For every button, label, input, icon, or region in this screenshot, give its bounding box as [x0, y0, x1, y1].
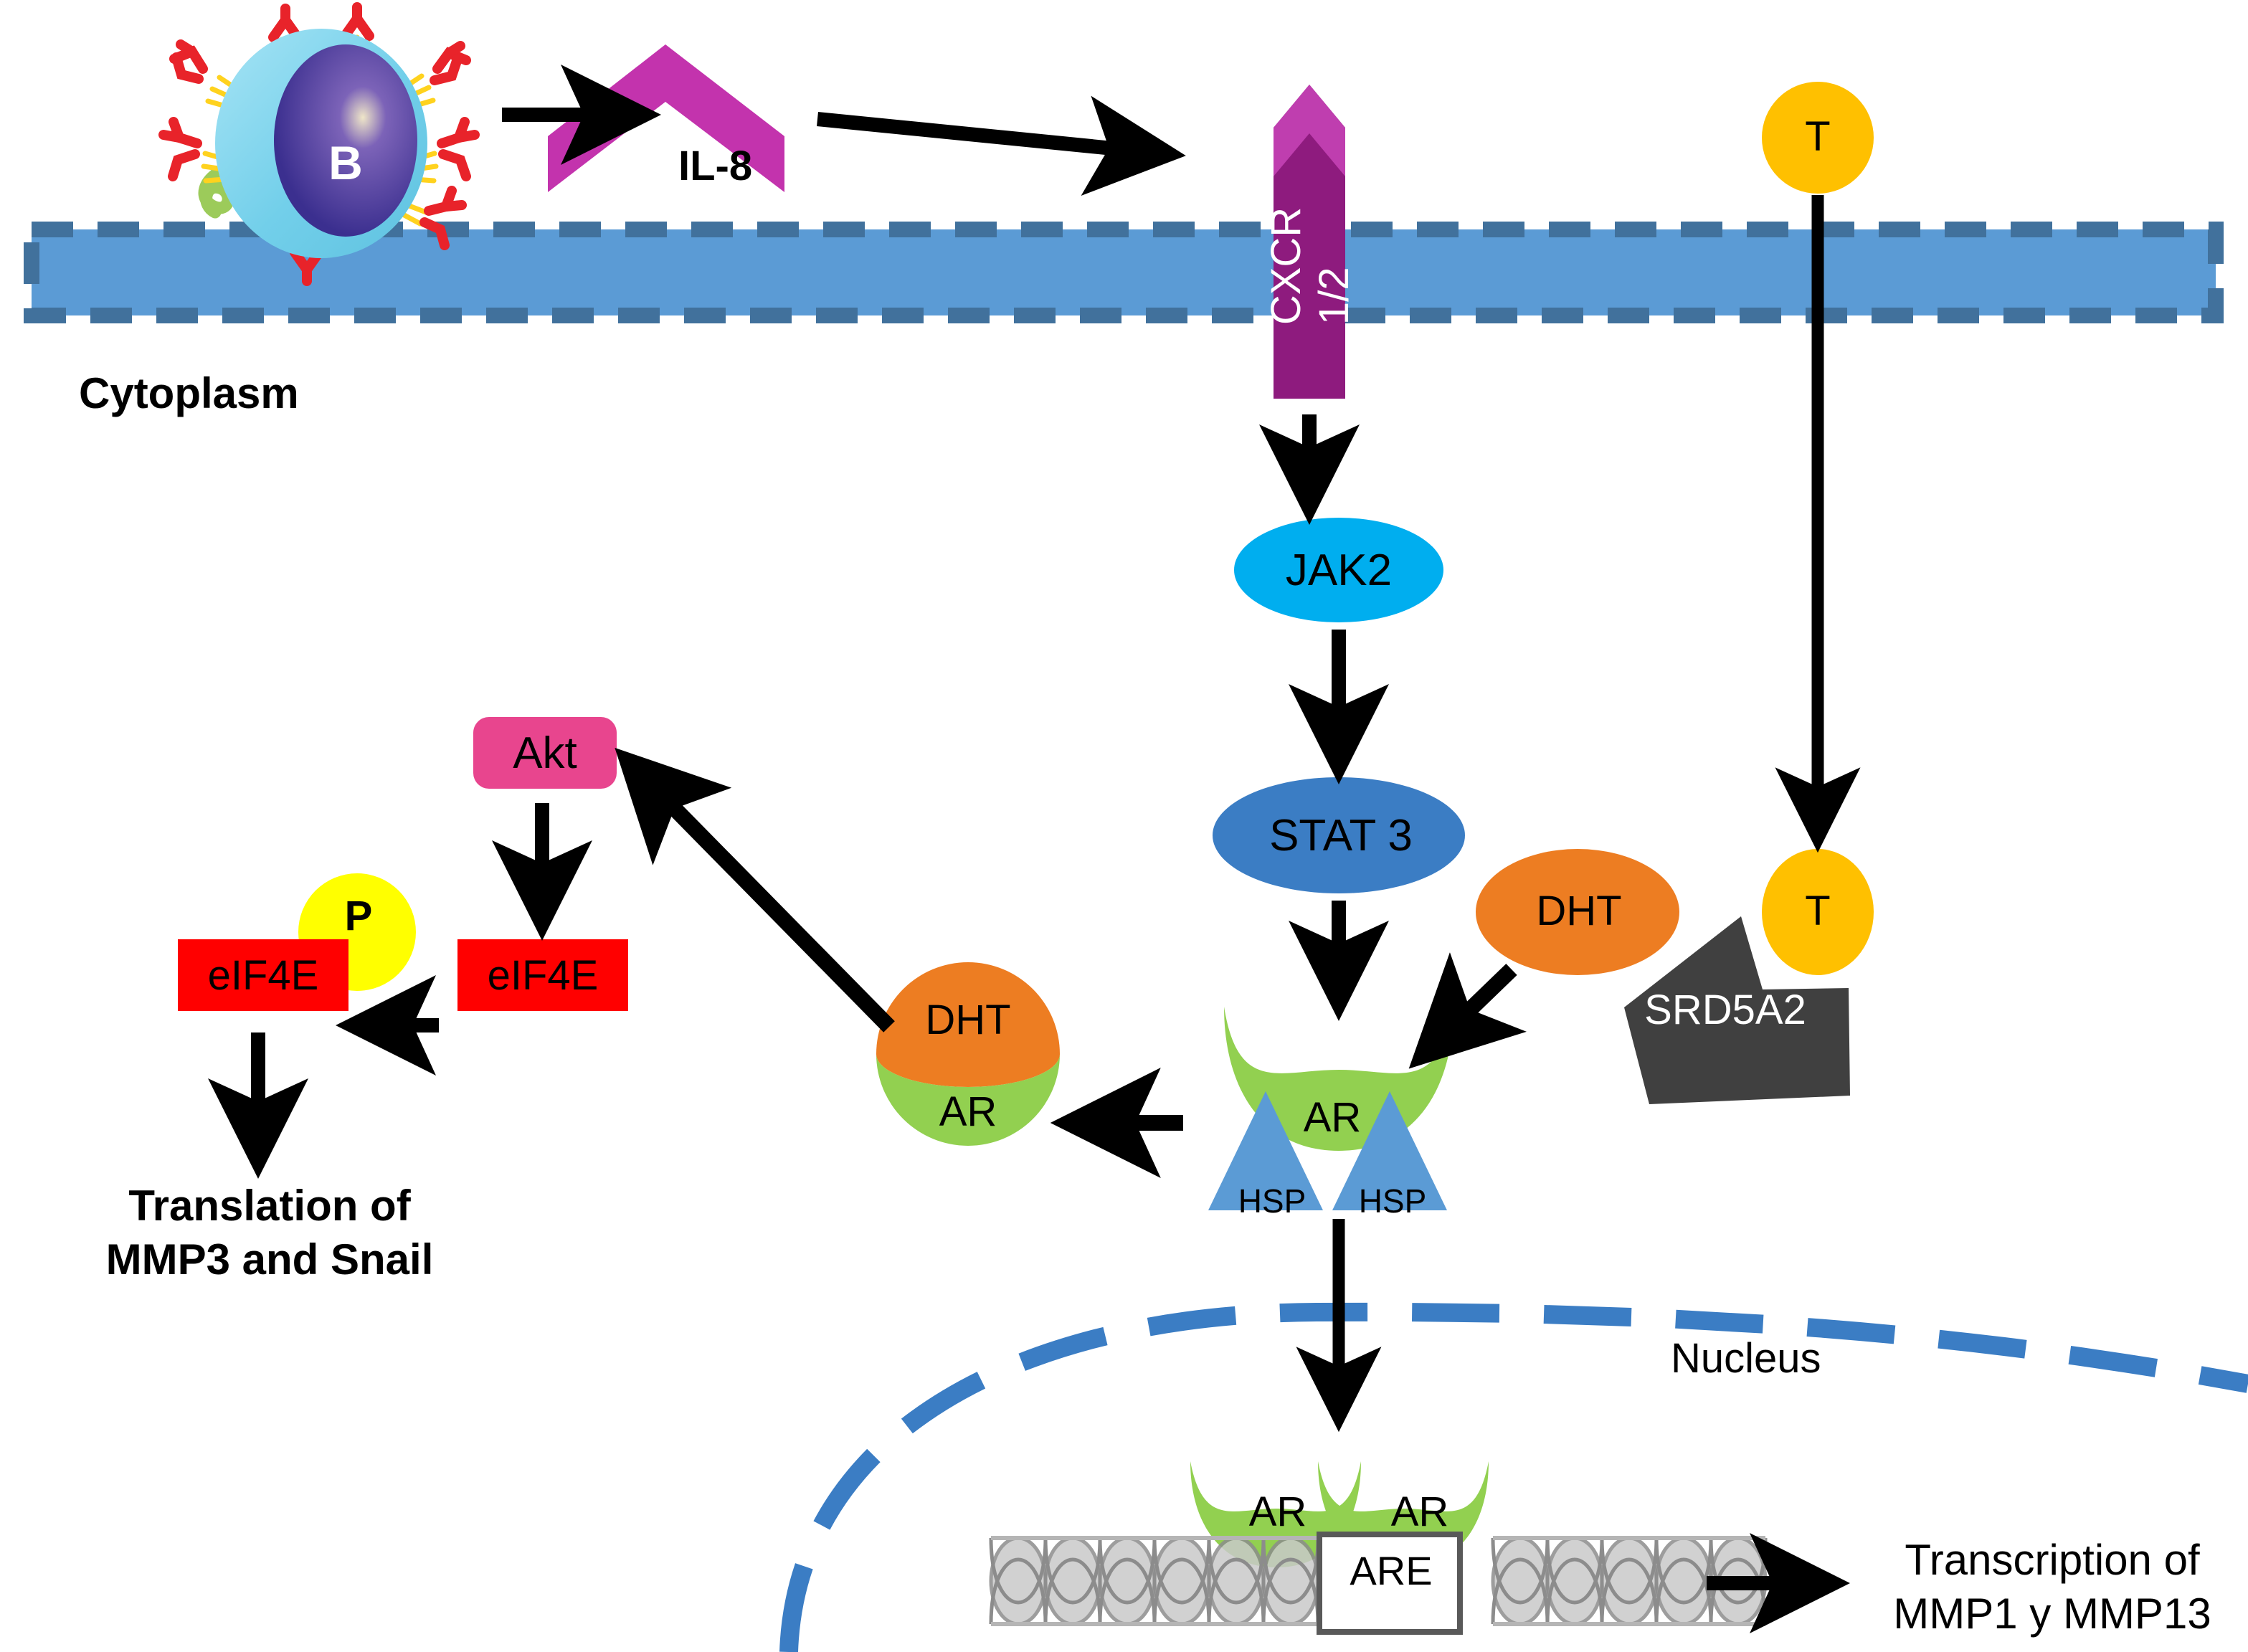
phospho-label: P — [344, 892, 373, 939]
arrow-il8-to-cxcr — [817, 95, 1186, 196]
pathway-arrows — [208, 65, 1861, 1633]
arrow-dhtar-to-akt — [615, 747, 895, 1032]
ar-nucleus-right-label: AR — [1390, 1488, 1449, 1535]
stat3-label: STAT 3 — [1269, 810, 1413, 860]
translation-output-text: Translation of MMP3 and Snail — [105, 1182, 434, 1283]
dht-ar-complex-shape — [876, 962, 1060, 1146]
dht-ar-top-label: DHT — [925, 996, 1011, 1043]
akt-label: Akt — [513, 728, 577, 778]
testosterone-top-label: T — [1805, 113, 1831, 160]
nucleus-label: Nucleus — [1671, 1335, 1821, 1382]
svg-text:B: B — [328, 136, 363, 189]
srd5a2-label: SRD5A2 — [1644, 986, 1806, 1033]
eif4e-right-box — [457, 939, 628, 1011]
testosterone-top-circle — [1762, 82, 1874, 194]
cxcr-label: CXCR 1/2 — [1263, 206, 1357, 326]
b-cell-icon: B — [158, 2, 480, 286]
stat3-ellipse — [1213, 777, 1465, 893]
eif4e-left-label: eIF4E — [207, 951, 319, 999]
cxcr-receptor-shape — [1274, 85, 1345, 399]
testosterone-bottom-circle — [1762, 849, 1874, 975]
hsp-left-label: HSP — [1238, 1182, 1306, 1220]
are-label: ARE — [1350, 1547, 1433, 1593]
plasma-membrane — [24, 222, 2224, 323]
dht-ar-bottom-label: AR — [939, 1088, 997, 1135]
dht-free-label: DHT — [1536, 887, 1622, 934]
il8-label: IL-8 — [678, 143, 753, 189]
ar-cytoplasm-label: AR — [1303, 1093, 1362, 1141]
eif4e-right-label: eIF4E — [487, 951, 599, 999]
dht-free-ellipse — [1476, 849, 1679, 975]
testosterone-bottom-label: T — [1805, 887, 1831, 934]
ar-hsp-complex-shape — [1208, 1007, 1453, 1210]
jak2-ellipse — [1234, 518, 1443, 622]
eif4e-left-box — [178, 939, 348, 1011]
jak2-label: JAK2 — [1285, 545, 1393, 595]
cytoplasm-label: Cytoplasm — [79, 369, 299, 417]
transcription-output-text: Transcription of MMP1 y MMP13 — [1893, 1536, 2211, 1638]
akt-box — [473, 717, 617, 789]
srd5a2-shape — [1624, 916, 1850, 1104]
hsp-right-label: HSP — [1358, 1182, 1427, 1220]
arrow-dht-to-ar — [1408, 952, 1527, 1069]
are-box — [1317, 1532, 1463, 1635]
ar-nucleus-left-label: AR — [1248, 1488, 1307, 1535]
